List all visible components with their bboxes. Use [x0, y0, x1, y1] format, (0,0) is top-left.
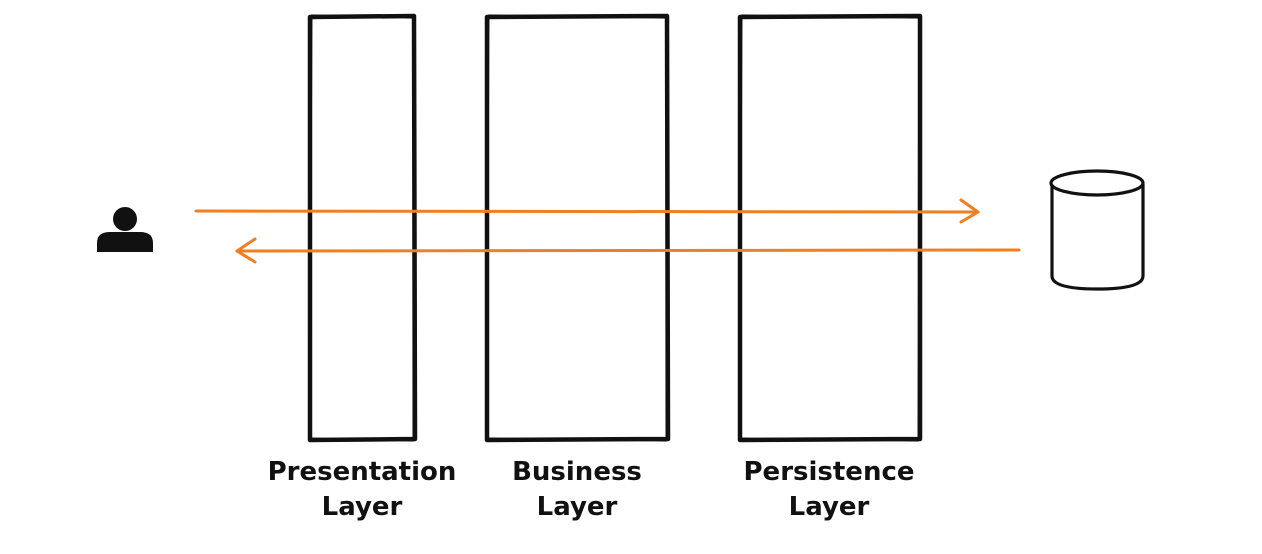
request-arrow-head	[959, 198, 980, 224]
database-icon	[1049, 169, 1145, 291]
request-arrow-line	[194, 209, 980, 214]
response-arrow-head	[235, 237, 257, 264]
request-arrow	[194, 198, 980, 224]
layer-box-business	[484, 13, 671, 443]
layer-box-persistence	[737, 13, 923, 443]
layer-label-business-sub: Layer	[537, 492, 618, 522]
layer-label-business: Business	[512, 457, 642, 487]
layer-label-presentation-sub: Layer	[322, 492, 403, 522]
layer-label-persistence-sub: Layer	[789, 492, 870, 522]
layer-box-presentation	[307, 13, 418, 443]
layer-label-presentation: Presentation	[268, 457, 457, 487]
response-arrow-line	[235, 248, 1021, 253]
response-arrow	[235, 237, 1021, 264]
user-icon	[97, 207, 153, 252]
layer-label-persistence: Persistence	[744, 457, 915, 487]
